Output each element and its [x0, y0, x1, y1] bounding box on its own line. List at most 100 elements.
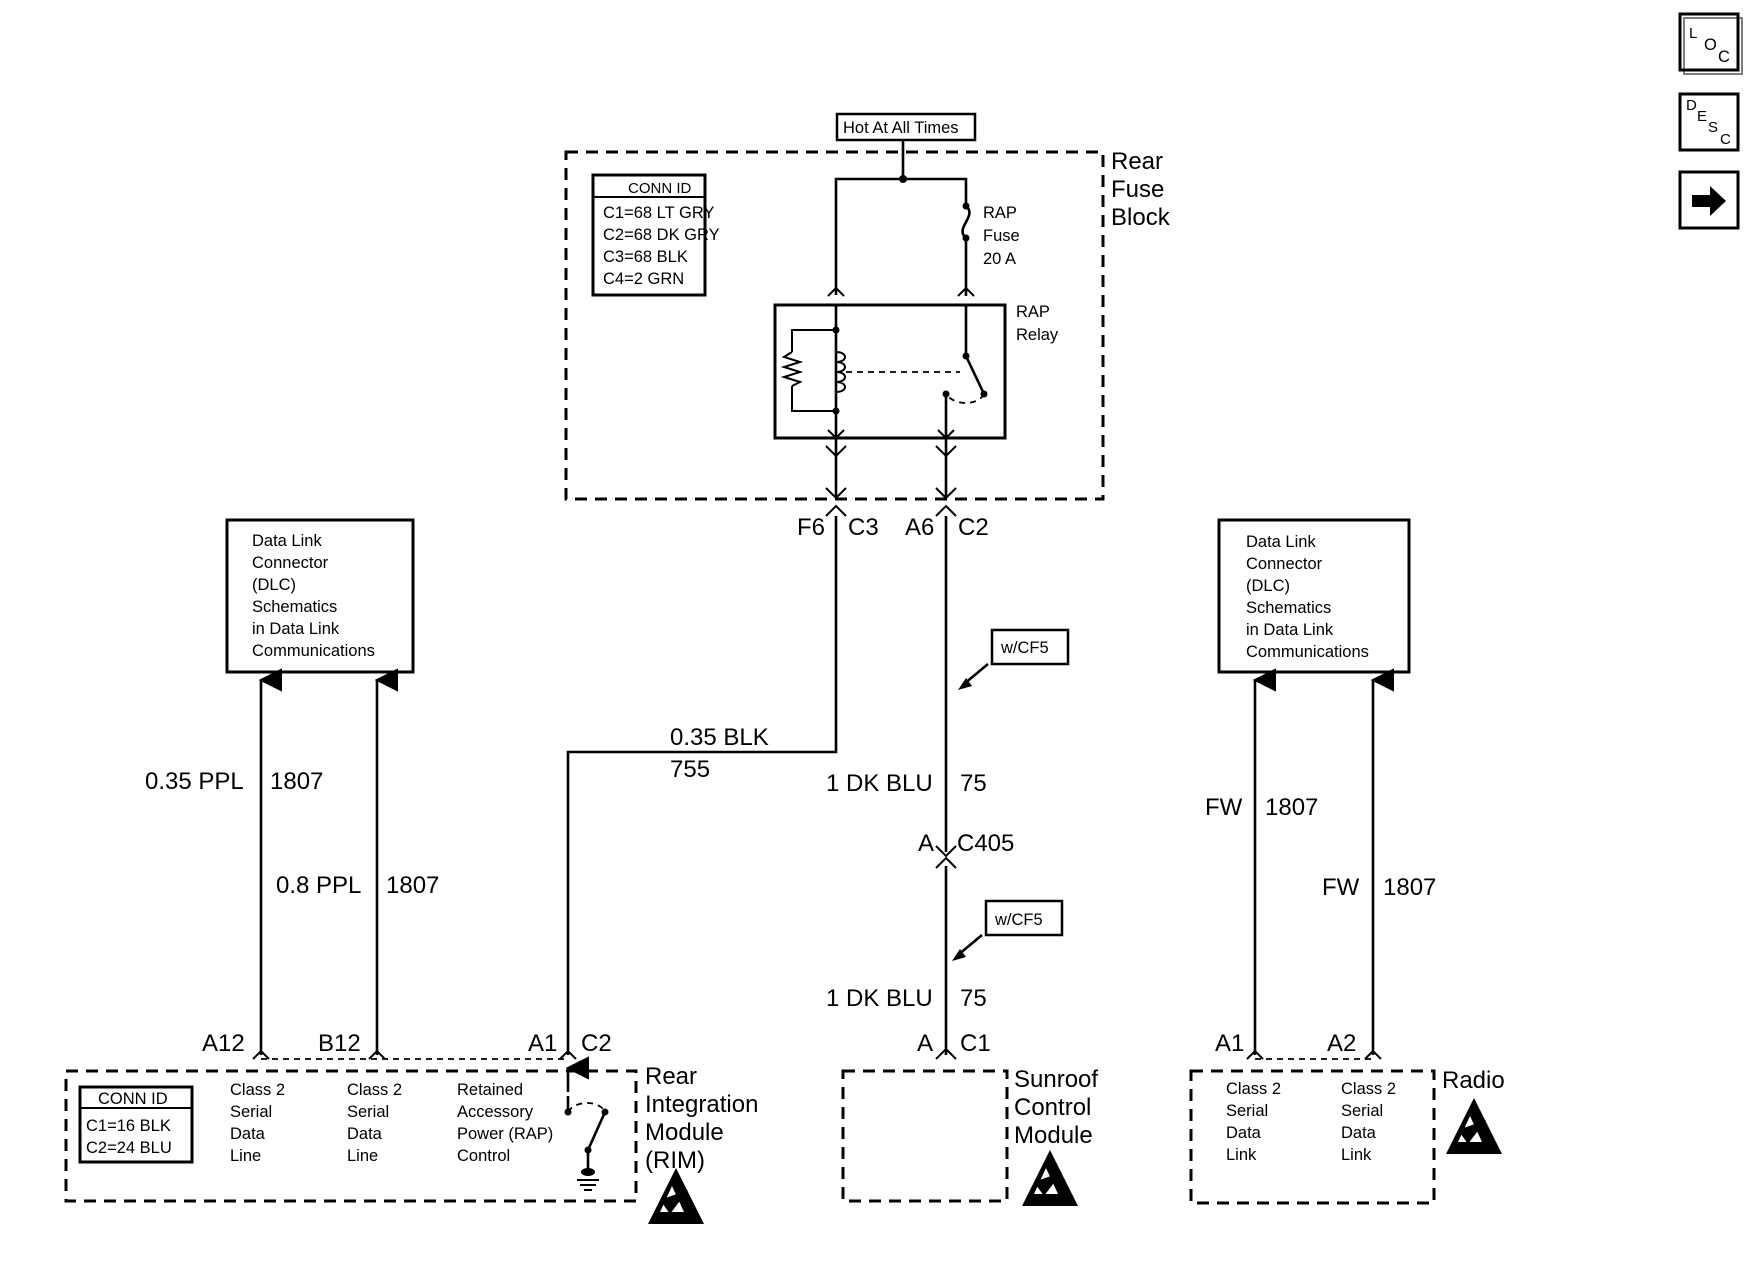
svg-text:Module: Module — [645, 1119, 724, 1146]
right-arrow-icon — [1692, 186, 1726, 216]
svg-text:Data: Data — [230, 1125, 266, 1143]
next-button[interactable] — [1678, 170, 1740, 230]
rim-outline — [64, 1069, 638, 1203]
radio-outline — [1189, 1069, 1436, 1205]
svg-text:Link: Link — [1226, 1146, 1257, 1164]
wire-75: 1 DK BLU 75 1 DK BLU 75 — [826, 516, 987, 1060]
rap-relay: RAP Relay — [773, 303, 1059, 440]
svg-text:w/CF5: w/CF5 — [994, 911, 1043, 929]
svg-text:0.35 BLK: 0.35 BLK — [670, 724, 769, 751]
svg-text:Control: Control — [1014, 1094, 1091, 1121]
svg-text:w/CF5: w/CF5 — [1000, 639, 1049, 657]
svg-text:Schematics: Schematics — [252, 598, 337, 616]
svg-text:C2: C2 — [958, 514, 989, 541]
svg-text:Data: Data — [347, 1125, 383, 1143]
svg-text:C405: C405 — [957, 830, 1014, 857]
sunroof-pin-labels: A C1 — [917, 1030, 991, 1057]
option-tag-lower: w/CF5 — [952, 899, 1064, 961]
svg-text:1807: 1807 — [1383, 874, 1436, 901]
svg-text:Schematics: Schematics — [1246, 599, 1331, 617]
rim-conn-id-table: CONN ID C1=16 BLK C2=24 BLU — [78, 1085, 194, 1164]
svg-text:A: A — [917, 1030, 933, 1057]
svg-text:Class 2: Class 2 — [230, 1081, 285, 1099]
svg-text:Connector: Connector — [252, 554, 329, 572]
svg-text:Serial: Serial — [1226, 1102, 1268, 1120]
svg-text:(DLC): (DLC) — [252, 576, 296, 594]
svg-text:S: S — [1708, 119, 1718, 136]
svg-text:Block: Block — [1111, 204, 1171, 231]
svg-text:Class 2: Class 2 — [347, 1081, 402, 1099]
svg-text:A2: A2 — [1327, 1030, 1356, 1057]
svg-text:Accessory: Accessory — [457, 1103, 534, 1121]
svg-text:20 A: 20 A — [983, 250, 1016, 268]
svg-text:RAP: RAP — [983, 204, 1017, 222]
loc-button[interactable]: L O C — [1678, 12, 1743, 75]
svg-text:0.35 PPL: 0.35 PPL — [145, 768, 244, 795]
svg-text:Relay: Relay — [1016, 326, 1059, 344]
radio-desc-a2: Class 2 Serial Data Link — [1341, 1080, 1396, 1164]
fuse-block-conn-id-table: CONN ID C1=68 LT GRY C2=68 DK GRY C3=68 … — [591, 173, 720, 297]
rim-title: Rear Integration Module (RIM) — [645, 1063, 758, 1174]
svg-text:Rear: Rear — [645, 1063, 697, 1090]
svg-text:1 DK BLU: 1 DK BLU — [826, 985, 933, 1012]
fuse-block-pin-labels: F6 C3 A6 C2 — [797, 514, 989, 541]
svg-text:C1: C1 — [960, 1030, 991, 1057]
ground-icon — [577, 1168, 599, 1191]
rim-pin-labels: A12 B12 A1 C2 — [202, 1030, 612, 1057]
desc-button[interactable]: D E S C — [1678, 92, 1740, 152]
description-icon: D E S C — [1686, 97, 1731, 148]
location-icon: L O C — [1689, 25, 1730, 66]
svg-text:Class 2: Class 2 — [1341, 1080, 1396, 1098]
svg-text:A1: A1 — [528, 1030, 557, 1057]
svg-text:Line: Line — [230, 1147, 261, 1165]
svg-text:Connector: Connector — [1246, 555, 1323, 573]
wire-radio-a1-to-dlc: FW 1807 — [1205, 668, 1318, 1060]
svg-text:Control: Control — [457, 1147, 510, 1165]
svg-text:Rear: Rear — [1111, 148, 1163, 175]
svg-text:C2: C2 — [581, 1030, 612, 1057]
wire-radio-a2-to-dlc: FW 1807 — [1322, 668, 1436, 1060]
svg-text:0.8 PPL: 0.8 PPL — [276, 872, 361, 899]
radio-title: Radio — [1442, 1067, 1505, 1094]
svg-text:Data Link: Data Link — [1246, 533, 1316, 551]
svg-text:CONN ID: CONN ID — [98, 1090, 168, 1108]
esd-warning-icon — [1022, 1150, 1078, 1206]
svg-text:A1: A1 — [1215, 1030, 1244, 1057]
svg-text:1 DK BLU: 1 DK BLU — [826, 770, 933, 797]
svg-text:(DLC): (DLC) — [1246, 577, 1290, 595]
radio-pin-labels: A1 A2 — [1215, 1030, 1356, 1057]
svg-text:Sunroof: Sunroof — [1014, 1066, 1098, 1093]
esd-warning-icon — [1446, 1098, 1502, 1154]
svg-text:Retained: Retained — [457, 1081, 523, 1099]
svg-text:75: 75 — [960, 770, 987, 797]
svg-text:C2=24 BLU: C2=24 BLU — [86, 1139, 172, 1157]
svg-text:Hot At All Times: Hot At All Times — [843, 119, 959, 137]
radio-desc-a1: Class 2 Serial Data Link — [1226, 1080, 1281, 1164]
c405-connector-label: A C405 — [918, 830, 1014, 857]
svg-text:Fuse: Fuse — [983, 227, 1020, 245]
sunroof-module-title: Sunroof Control Module — [1014, 1066, 1098, 1149]
rim-desc-class2-a: Class 2 Serial Data Line — [230, 1081, 285, 1165]
svg-text:1807: 1807 — [386, 872, 439, 899]
svg-text:Data: Data — [1226, 1124, 1262, 1142]
svg-text:A12: A12 — [202, 1030, 245, 1057]
dlc-right-box: Data Link Connector (DLC) Schematics in … — [1217, 518, 1411, 674]
rim-desc-rap-control: Retained Accessory Power (RAP) Control — [457, 1081, 553, 1165]
rear-fuse-block-outline — [564, 150, 1105, 501]
svg-text:C: C — [1718, 48, 1730, 66]
svg-text:Fuse: Fuse — [1111, 176, 1164, 203]
svg-text:C: C — [1720, 131, 1731, 148]
svg-text:B12: B12 — [318, 1030, 361, 1057]
esd-warning-icon — [648, 1168, 704, 1224]
svg-text:1807: 1807 — [1265, 794, 1318, 821]
svg-text:E: E — [1697, 108, 1707, 125]
svg-text:Module: Module — [1014, 1122, 1093, 1149]
svg-text:Serial: Serial — [347, 1103, 389, 1121]
svg-text:C4=2 GRN: C4=2 GRN — [603, 270, 684, 288]
svg-text:Link: Link — [1341, 1146, 1372, 1164]
svg-text:(RIM): (RIM) — [645, 1147, 705, 1174]
svg-text:1807: 1807 — [270, 768, 323, 795]
svg-text:L: L — [1689, 25, 1697, 42]
svg-text:RAP: RAP — [1016, 303, 1050, 321]
